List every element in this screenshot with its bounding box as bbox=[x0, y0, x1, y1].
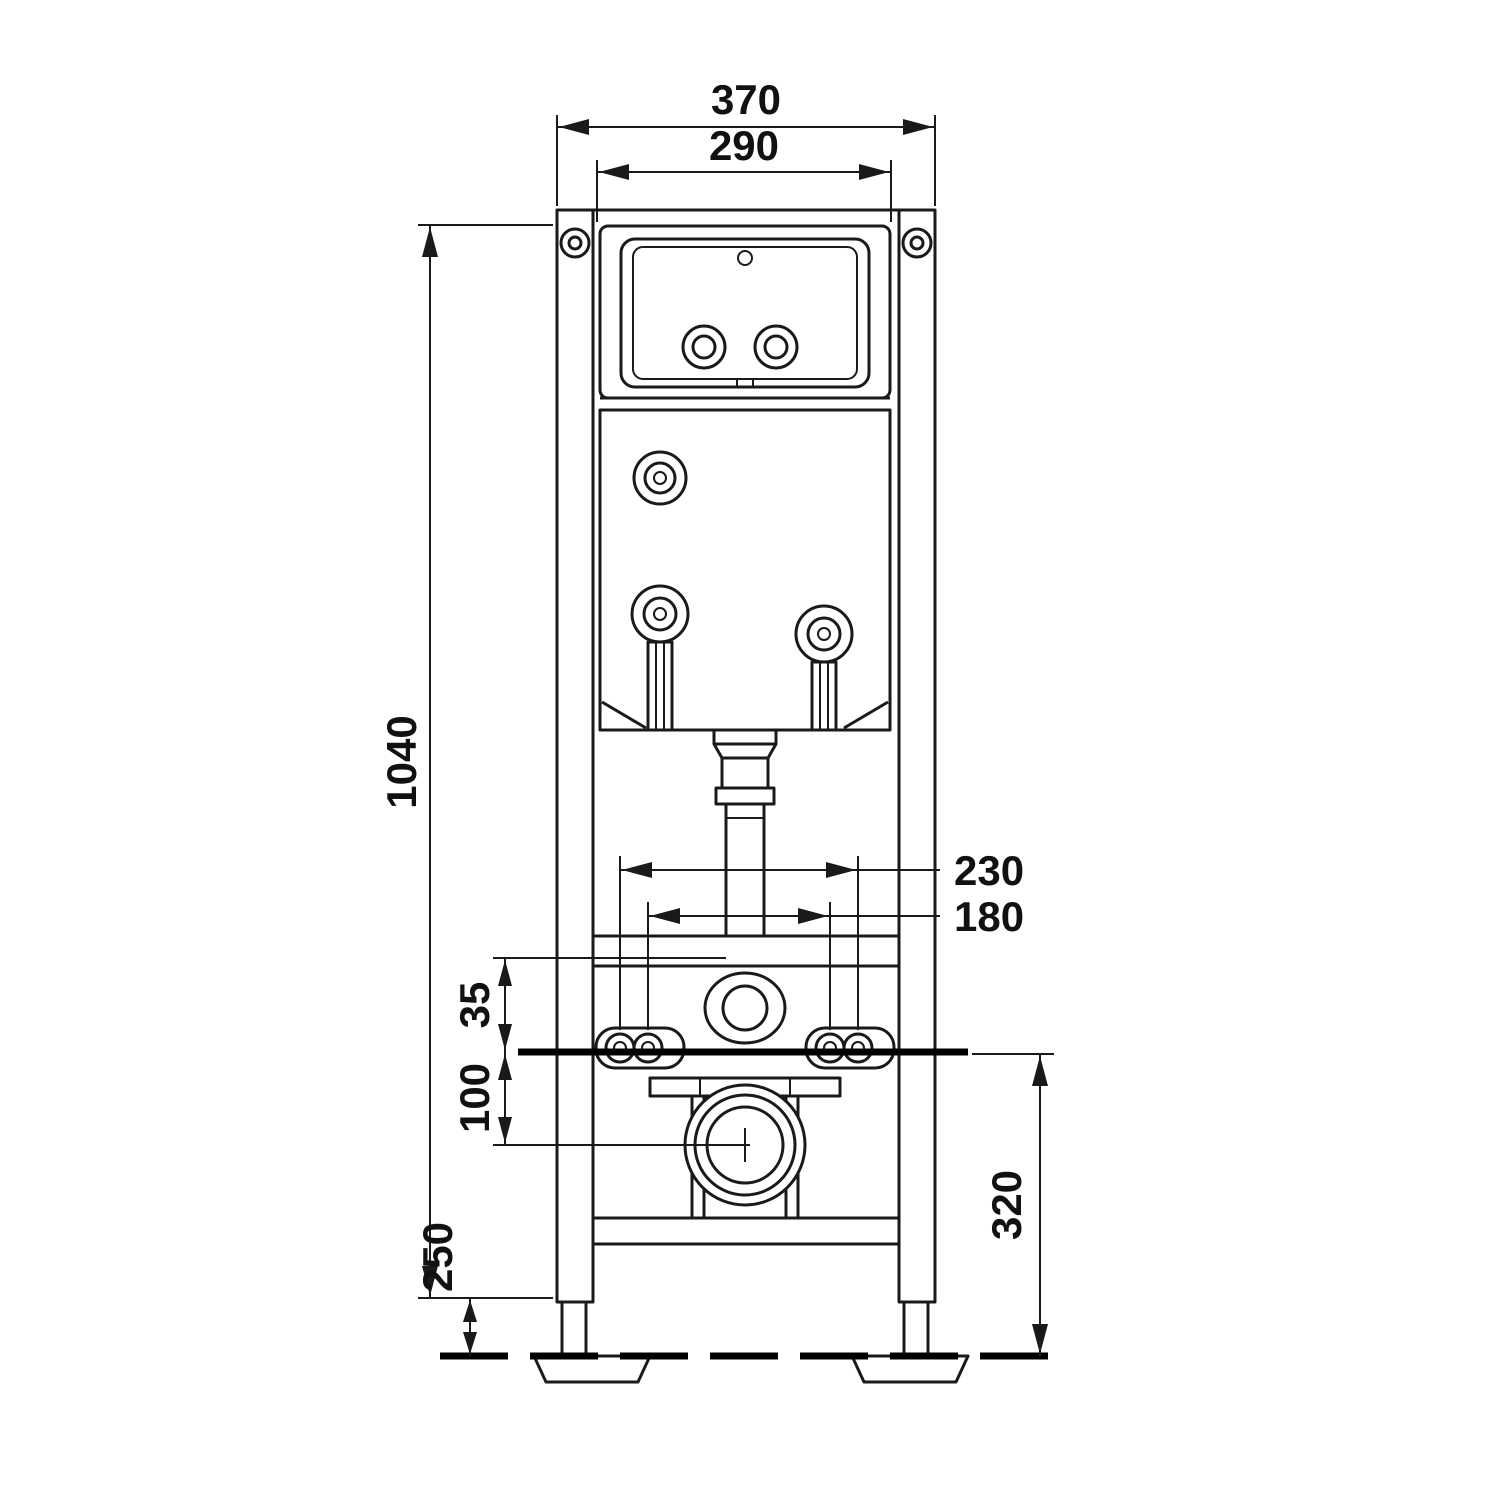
mount-hole-right bbox=[794, 604, 854, 664]
dim-label-290: 290 bbox=[709, 122, 779, 169]
arrowhead bbox=[463, 1332, 477, 1354]
dim-1040: 1040 bbox=[378, 224, 553, 1299]
flush-button-left-inner bbox=[691, 334, 717, 360]
dim-label-1040: 1040 bbox=[378, 715, 425, 808]
arrowhead bbox=[622, 862, 652, 878]
arrowhead bbox=[498, 1054, 512, 1080]
pipe-coupling bbox=[714, 786, 776, 806]
flush-bend bbox=[703, 971, 787, 1045]
flush-button-right bbox=[753, 324, 799, 370]
top-notch bbox=[737, 250, 753, 266]
screw-hole-right-inner bbox=[909, 235, 925, 251]
dim-250: 250 bbox=[414, 1222, 477, 1356]
inlet-hole bbox=[632, 450, 688, 506]
pipe-lower bbox=[724, 802, 766, 956]
dim-230: 230 bbox=[619, 847, 1024, 1030]
dimensions: 370 290 1040 230 bbox=[378, 76, 1054, 1356]
inlet-hole-inner bbox=[653, 471, 667, 485]
foot-plate-left bbox=[532, 1354, 652, 1384]
dim-100: 100 bbox=[451, 1052, 750, 1146]
arrowhead bbox=[1032, 1324, 1048, 1354]
mount-hole-right-mid bbox=[806, 616, 842, 652]
right-rail bbox=[897, 208, 937, 1304]
arrowhead bbox=[798, 908, 828, 924]
screw-hole-left bbox=[559, 227, 591, 259]
pipe-connector bbox=[712, 728, 778, 746]
pipe-upper bbox=[720, 756, 770, 790]
flush-plate-inner bbox=[632, 246, 858, 380]
dim-label-230: 230 bbox=[954, 847, 1024, 894]
screw-hole-left-inner bbox=[567, 235, 583, 251]
dim-label-320: 320 bbox=[983, 1170, 1030, 1240]
mount-hole-right-inner bbox=[817, 627, 831, 641]
arrowhead bbox=[422, 227, 438, 257]
arrowhead bbox=[826, 862, 856, 878]
bolt-right-outer bbox=[842, 1032, 874, 1064]
bottom-member bbox=[591, 1216, 901, 1246]
arrowhead bbox=[599, 164, 629, 180]
bend-body bbox=[703, 971, 787, 1045]
flush-plate-frame bbox=[619, 237, 871, 389]
dim-320: 320 bbox=[972, 1053, 1054, 1356]
mount-hole-left-mid bbox=[642, 596, 678, 632]
dim-label-250: 250 bbox=[414, 1222, 461, 1292]
foot-plate-right bbox=[850, 1354, 970, 1384]
frame-crossbar bbox=[591, 934, 901, 968]
arrowhead bbox=[422, 1266, 438, 1296]
dim-label-100: 100 bbox=[451, 1063, 498, 1133]
left-rail bbox=[555, 208, 595, 1304]
arrowhead bbox=[859, 164, 889, 180]
dim-label-180: 180 bbox=[954, 893, 1024, 940]
dim-290: 290 bbox=[596, 122, 892, 222]
bottom-chamfer-right bbox=[843, 700, 889, 730]
bracket-left bbox=[594, 1026, 686, 1070]
dim-label-370: 370 bbox=[711, 76, 781, 123]
arrowhead bbox=[903, 119, 933, 135]
foot-tube-left bbox=[560, 1300, 588, 1360]
mount-rod-right bbox=[810, 660, 838, 732]
bolt-left-inner bbox=[632, 1032, 664, 1064]
bottom-clip bbox=[736, 378, 754, 388]
flush-pipe bbox=[712, 728, 778, 956]
mount-hole-left bbox=[630, 584, 690, 644]
arrowhead bbox=[498, 1117, 512, 1143]
bottom-chamfer-left bbox=[601, 700, 647, 730]
outlet-assembly bbox=[648, 1076, 842, 1218]
arrowhead bbox=[463, 1300, 477, 1322]
arrowhead bbox=[650, 908, 680, 924]
dim-35: 35 bbox=[451, 957, 726, 1052]
mount-hole-left-inner bbox=[653, 607, 667, 621]
foot-tube-right bbox=[902, 1300, 930, 1360]
dim-370: 370 bbox=[556, 76, 936, 206]
screw-hole-right bbox=[901, 227, 933, 259]
inlet-hole-mid bbox=[643, 461, 677, 495]
arrowhead bbox=[498, 960, 512, 986]
mount-rod-left bbox=[646, 640, 674, 732]
flush-button-left bbox=[681, 324, 727, 370]
arrowhead bbox=[559, 119, 589, 135]
flush-button-right-inner bbox=[763, 334, 789, 360]
bracket-right bbox=[804, 1026, 896, 1070]
dim-180: 180 bbox=[647, 893, 1024, 1030]
dim-label-35: 35 bbox=[451, 982, 498, 1029]
arrowhead bbox=[1032, 1056, 1048, 1086]
arrowhead bbox=[498, 1024, 512, 1050]
cistern bbox=[598, 224, 892, 732]
bend-opening bbox=[721, 984, 769, 1032]
